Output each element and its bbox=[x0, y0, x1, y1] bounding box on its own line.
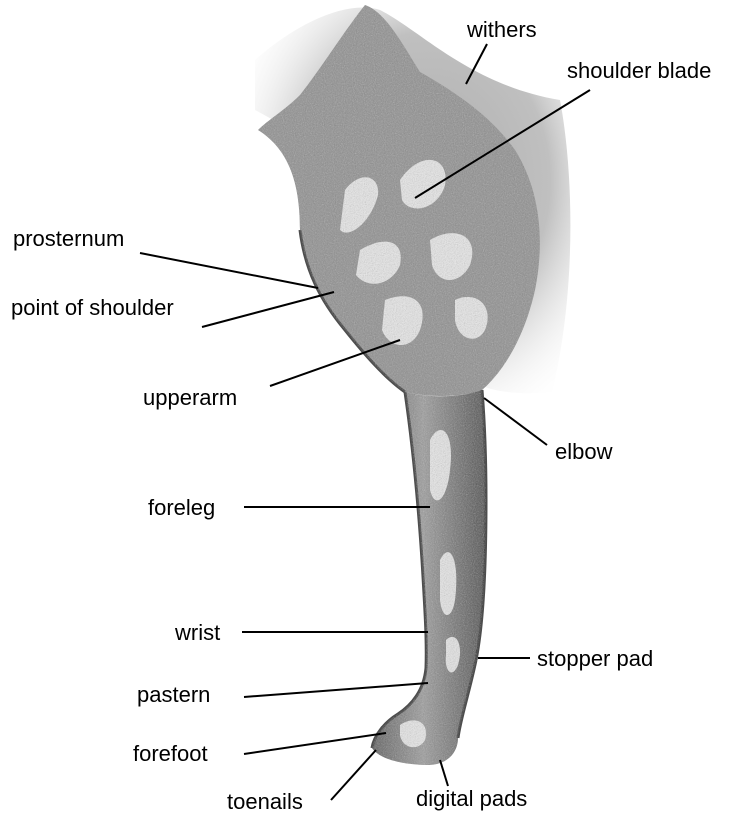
leader-forefoot bbox=[244, 733, 386, 754]
leader-point-of-shoulder bbox=[202, 292, 334, 327]
leader-pastern bbox=[244, 683, 428, 697]
leader-elbow bbox=[484, 398, 547, 445]
dog-leg-illustration bbox=[255, 5, 570, 765]
label-point-of-shoulder: point of shoulder bbox=[11, 295, 174, 320]
label-digital-pads: digital pads bbox=[416, 786, 527, 811]
label-foreleg: foreleg bbox=[148, 495, 215, 520]
label-forefoot: forefoot bbox=[133, 741, 208, 766]
label-stopper-pad: stopper pad bbox=[537, 646, 653, 671]
label-elbow: elbow bbox=[555, 439, 613, 464]
leader-digital-pads bbox=[440, 760, 448, 786]
label-prosternum: prosternum bbox=[13, 226, 124, 251]
label-upperarm: upperarm bbox=[143, 385, 237, 410]
leader-prosternum bbox=[140, 253, 318, 288]
label-withers: withers bbox=[466, 17, 537, 42]
label-shoulder-blade: shoulder blade bbox=[567, 58, 711, 83]
label-toenails: toenails bbox=[227, 789, 303, 814]
label-pastern: pastern bbox=[137, 682, 210, 707]
label-wrist: wrist bbox=[174, 620, 220, 645]
leader-toenails bbox=[331, 750, 376, 800]
